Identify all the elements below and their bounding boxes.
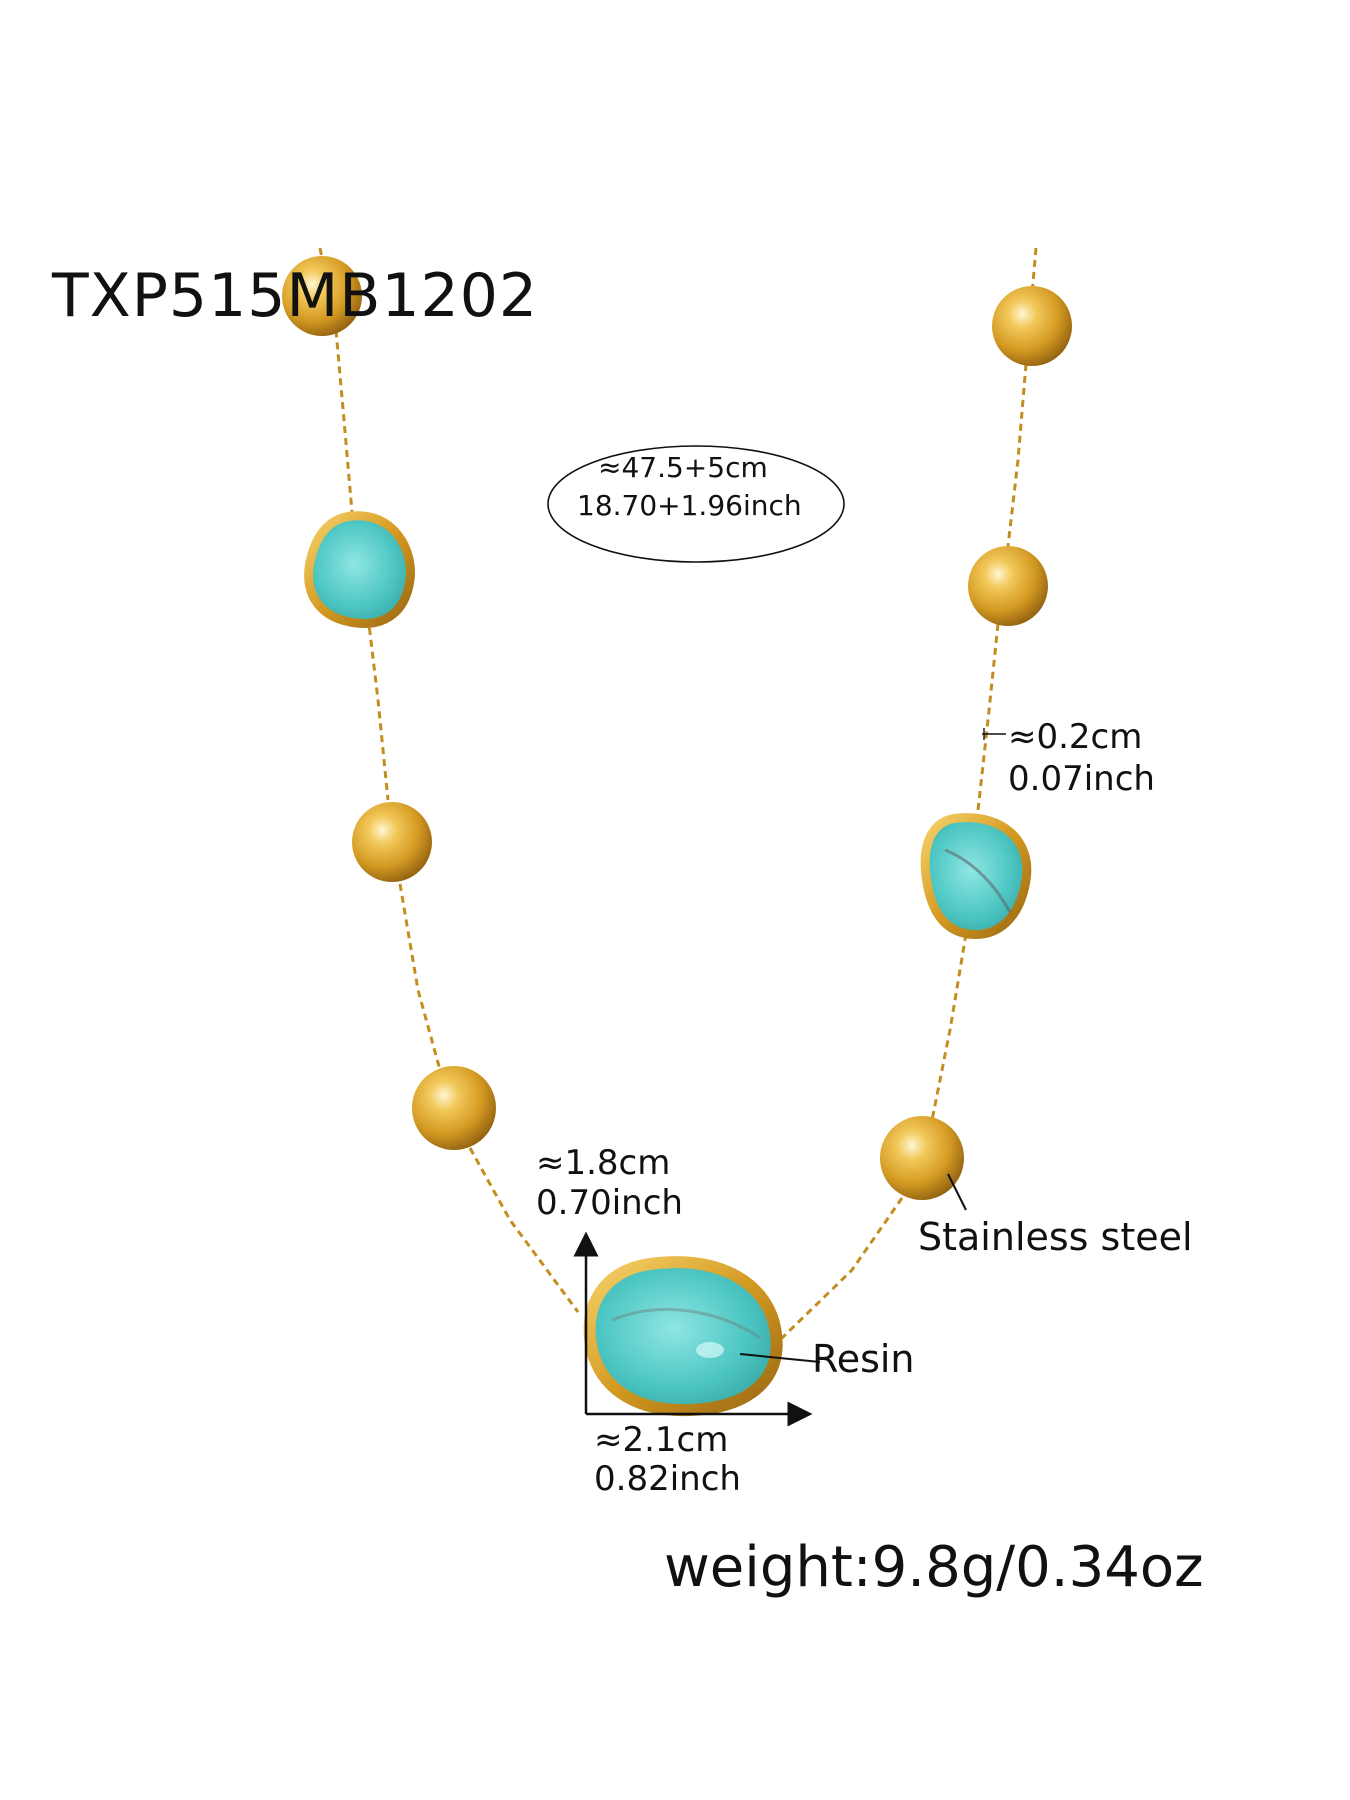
chain-width-marker — [982, 728, 1006, 740]
gold-beads — [282, 256, 1072, 1200]
length-inch-label: 18.70+1.96inch — [577, 489, 802, 522]
product-code: TXP515MB1202 — [52, 261, 539, 331]
resin-stones — [304, 511, 1032, 1417]
pendant-height-cm-label: ≈1.8cm — [536, 1143, 671, 1183]
pendant-height-inch-label: 0.70inch — [536, 1183, 683, 1223]
gold-bead — [282, 256, 362, 336]
pendant-width-inch-label: 0.82inch — [594, 1459, 741, 1499]
chain-width-inch-label: 0.07inch — [1008, 759, 1155, 799]
resin-stone — [583, 1256, 783, 1417]
leader-lines — [739, 1173, 967, 1363]
resin-leader — [739, 1353, 821, 1363]
weight-label: weight:9.8g/0.34oz — [664, 1535, 1204, 1600]
gold-bead — [968, 546, 1048, 626]
material-steel-label: Stainless steel — [918, 1215, 1193, 1259]
length-oval — [547, 445, 845, 563]
material-resin-label: Resin — [812, 1337, 915, 1381]
resin-stone — [304, 511, 415, 628]
dimension-arrows — [573, 1231, 813, 1427]
gold-bead — [992, 286, 1072, 366]
resin-stone — [920, 813, 1032, 939]
gold-bead — [880, 1116, 964, 1200]
chain-width-cm-label: ≈0.2cm — [1008, 717, 1143, 757]
length-cm-label: ≈47.5+5cm — [598, 451, 768, 484]
gold-bead — [352, 802, 432, 882]
pendant-width-cm-label: ≈2.1cm — [594, 1420, 729, 1460]
gold-bead — [412, 1066, 496, 1150]
steel-leader — [947, 1173, 967, 1211]
